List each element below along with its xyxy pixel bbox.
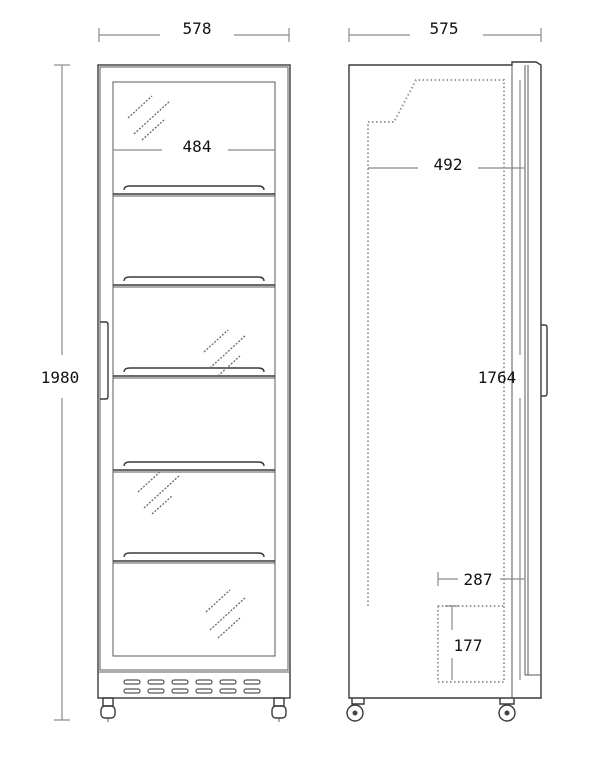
front-base-vents	[98, 671, 290, 694]
side-view: 575 492 1764 287	[346, 19, 548, 722]
shelf	[113, 185, 275, 197]
inner-height-label: 1764	[478, 368, 517, 387]
side-depth-label: 575	[430, 19, 459, 38]
front-view: 578 1980 484	[41, 19, 291, 722]
front-door-frame	[99, 66, 289, 671]
side-compressor-outline	[437, 606, 505, 683]
front-inner-width-label: 484	[183, 137, 212, 156]
side-inner-depth-label: 492	[434, 155, 463, 174]
height-dimension: 1980	[41, 64, 80, 721]
inner-height-dimension: 1764	[478, 80, 521, 680]
compressor-depth-dimension: 287	[437, 570, 524, 589]
front-shelves	[113, 185, 275, 564]
front-inner-width-dimension: 484	[113, 137, 275, 156]
shelf	[113, 552, 275, 564]
front-glass-panel	[112, 81, 276, 657]
compressor-height-dimension: 177	[445, 605, 483, 680]
shelf	[113, 367, 275, 379]
side-door-handle	[541, 324, 548, 397]
front-width-label: 578	[183, 19, 212, 38]
front-feet	[100, 697, 287, 722]
side-interior-outline	[367, 79, 505, 607]
front-door-handle	[100, 321, 109, 400]
front-width-dimension: 578	[98, 19, 290, 42]
front-cabinet	[97, 64, 291, 699]
compressor-depth-label: 287	[464, 570, 493, 589]
shelf	[113, 461, 275, 473]
height-label: 1980	[41, 368, 80, 387]
side-cabinet	[348, 61, 542, 699]
glass-glare-marks	[127, 95, 247, 639]
compressor-height-label: 177	[454, 636, 483, 655]
side-casters	[346, 698, 516, 722]
side-inner-depth-dimension: 492	[368, 155, 524, 174]
side-depth-dimension: 575	[348, 19, 542, 42]
shelf	[113, 276, 275, 288]
